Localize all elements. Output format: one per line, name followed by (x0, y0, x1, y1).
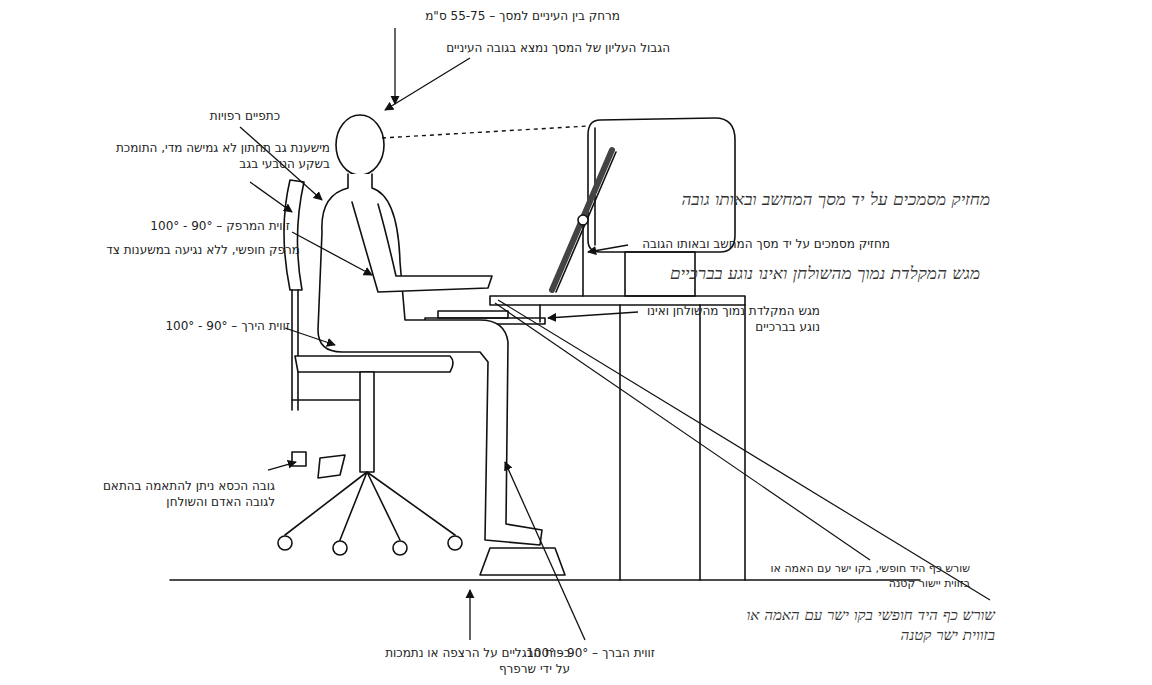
leader-arrow (268, 462, 296, 470)
holder-joint (578, 215, 588, 225)
handwritten-note: מחזיק מסמכים על יד מסך המחשב ובאותו גובה (560, 188, 990, 211)
note-label: מרפק חופשי, ללא נגיעה במשענות צד (100, 242, 300, 258)
footrest (480, 548, 565, 575)
note-label: כתפיים רפויות (180, 108, 280, 124)
note-label: גובה הכסא ניתן להתאמה בהתאם לגובה האדם ו… (95, 478, 275, 510)
note-label: הגבול העליון של המסך נמצא בגובה העיניים (430, 40, 670, 56)
head (336, 115, 384, 175)
handwritten-note: שורש כף היד חופשי בקו ישר עם האמה או בזו… (745, 605, 995, 646)
angle-label: זווית הברך – 90° - 100° (505, 645, 655, 661)
leader-arrow (285, 328, 335, 345)
floor-line (170, 579, 920, 581)
chair-lever (318, 455, 345, 478)
chair-seat (295, 356, 453, 372)
leader-arrow (588, 245, 628, 252)
angle-label: זווית המרפק – 90° - 100° (140, 218, 290, 234)
holder-post (582, 225, 584, 296)
desk-leg (619, 305, 621, 580)
monitor (588, 118, 735, 252)
chair-lever (292, 452, 306, 466)
leader-arrow (548, 312, 638, 318)
chair-base (285, 472, 455, 540)
chair-post (360, 372, 374, 472)
leader-arrow (505, 462, 585, 640)
wheel (448, 536, 462, 550)
distance-label: מרחק בין העיניים למסך – 55-75 ס"מ (330, 8, 620, 24)
leader-arrow (394, 28, 395, 104)
document-holder (556, 152, 616, 292)
document-holder (552, 150, 612, 290)
wheel (278, 536, 292, 550)
note-label: מישענת גב תחתון לא גמישה מדי, התומכת בשק… (110, 140, 330, 172)
note-label: שורש כף היד חופשי, בקו ישר עם האמה או בז… (770, 562, 970, 592)
leader-line (498, 300, 990, 600)
leader-arrow (385, 58, 470, 110)
leader-arrow (250, 182, 292, 212)
chair-bracket (292, 399, 360, 401)
desk-top (490, 296, 745, 305)
wheel (393, 541, 407, 555)
chair-pole (297, 290, 299, 410)
wheel (333, 541, 347, 555)
tray-bracket (539, 305, 541, 322)
leader-arrow (292, 232, 372, 275)
chair-pole (291, 290, 293, 410)
eye-line (382, 126, 588, 138)
desk-panel (744, 305, 746, 580)
arm (352, 202, 492, 292)
leader-arrow (469, 590, 470, 640)
keyboard (438, 311, 508, 318)
handwritten-note: מגש המקלדת נמוך מהשולחן ואינו נוגע בברכי… (570, 262, 980, 285)
note-label: מחזיק מסמכים על יד מסך המחשב ובאותו הגוב… (630, 236, 890, 252)
leader-line (495, 303, 870, 560)
chair-back (284, 180, 304, 290)
note-label: מגש המקלדת נמוך מהשולחן ואינו נוגע בברכי… (640, 303, 820, 335)
angle-label: זווית הירך – 90° - 100° (140, 318, 290, 334)
